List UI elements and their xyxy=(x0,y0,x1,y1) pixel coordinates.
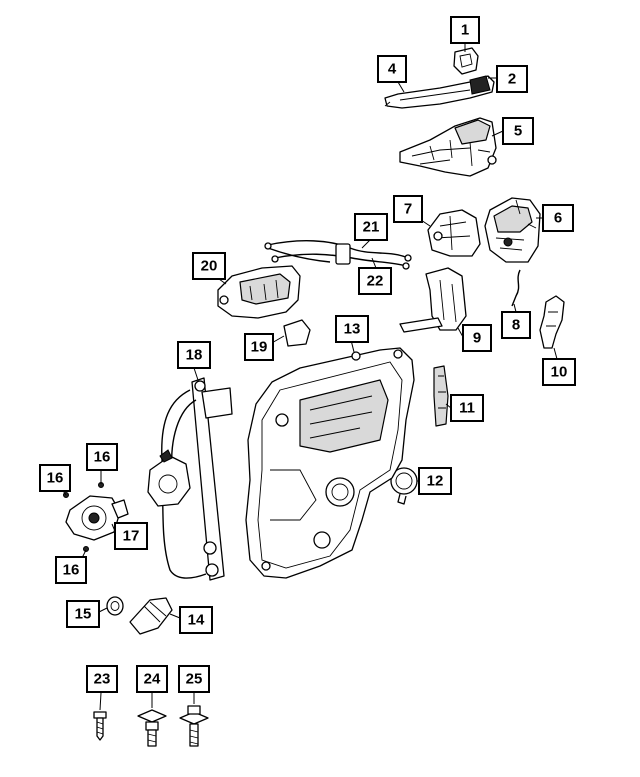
callout-17: 17 xyxy=(114,522,148,550)
part-19-trim-cap xyxy=(283,319,311,347)
part-7-latch-bracket xyxy=(427,209,481,257)
callout-25: 25 xyxy=(178,665,210,693)
svg-text:8: 8 xyxy=(512,317,520,334)
callout-4: 4 xyxy=(377,55,407,83)
callout-22: 22 xyxy=(358,267,392,295)
part-9-bracket xyxy=(399,267,467,333)
svg-text:11: 11 xyxy=(459,400,475,417)
part-2-4-exterior-handle xyxy=(384,75,495,109)
svg-text:6: 6 xyxy=(554,210,562,227)
callout-18: 18 xyxy=(177,341,211,369)
part-6-door-latch xyxy=(484,197,541,263)
part-12-plug xyxy=(390,467,418,505)
svg-text:23: 23 xyxy=(94,671,111,688)
svg-text:21: 21 xyxy=(363,219,380,236)
part-14-conduit xyxy=(129,597,173,635)
callout-16-top: 16 xyxy=(86,443,118,471)
svg-text:9: 9 xyxy=(473,330,481,347)
callout-10: 10 xyxy=(542,358,576,386)
part-8-rod xyxy=(511,269,521,307)
part-24-bolt xyxy=(137,709,167,747)
svg-text:18: 18 xyxy=(186,347,203,364)
part-23-screw xyxy=(93,711,107,741)
callout-24: 24 xyxy=(136,665,168,693)
callout-14: 14 xyxy=(179,606,213,634)
part-15-washer xyxy=(106,596,124,616)
callout-8: 8 xyxy=(501,311,531,339)
callout-11: 11 xyxy=(450,394,484,422)
part-18-window-regulator xyxy=(161,377,233,581)
svg-text:19: 19 xyxy=(251,339,268,356)
part-17-motor xyxy=(65,495,129,541)
svg-text:14: 14 xyxy=(188,612,205,629)
svg-text:22: 22 xyxy=(367,273,384,290)
svg-text:16: 16 xyxy=(47,470,64,487)
part-20-interior-handle xyxy=(217,265,301,319)
callout-6: 6 xyxy=(542,204,574,232)
svg-text:13: 13 xyxy=(344,321,361,338)
part-11-seal-strip xyxy=(433,365,449,427)
callout-16-left: 16 xyxy=(39,464,71,492)
callout-9: 9 xyxy=(462,324,492,352)
svg-text:20: 20 xyxy=(201,258,218,275)
svg-text:2: 2 xyxy=(508,71,516,88)
part-17-motor-on-regulator xyxy=(147,449,191,507)
callout-13: 13 xyxy=(335,315,369,343)
svg-text:4: 4 xyxy=(388,61,397,78)
svg-text:10: 10 xyxy=(551,364,568,381)
callout-12: 12 xyxy=(418,467,452,495)
svg-text:17: 17 xyxy=(123,528,140,545)
svg-text:1: 1 xyxy=(461,22,469,39)
callout-20: 20 xyxy=(192,252,226,280)
part-1-gasket xyxy=(453,47,479,75)
svg-text:25: 25 xyxy=(186,671,203,688)
callout-23: 23 xyxy=(86,665,118,693)
callout-15: 15 xyxy=(66,600,100,628)
callout-2: 2 xyxy=(496,65,528,93)
callout-19: 19 xyxy=(244,333,274,361)
callout-7: 7 xyxy=(393,195,423,223)
part-13-door-module-panel xyxy=(245,347,415,579)
part-5-handle-bracket xyxy=(399,117,497,177)
callout-16-bottom: 16 xyxy=(55,556,87,584)
svg-text:16: 16 xyxy=(94,449,111,466)
part-21-22-cables xyxy=(264,240,412,270)
callout-21: 21 xyxy=(354,213,388,241)
svg-text:12: 12 xyxy=(427,473,444,490)
svg-text:16: 16 xyxy=(63,562,80,579)
part-10-seal xyxy=(539,295,565,349)
part-25-bolt xyxy=(179,705,209,747)
callout-1: 1 xyxy=(450,16,480,44)
svg-text:7: 7 xyxy=(404,201,412,218)
svg-text:15: 15 xyxy=(75,606,92,623)
callout-5: 5 xyxy=(502,117,534,145)
svg-text:24: 24 xyxy=(144,671,161,688)
svg-text:5: 5 xyxy=(514,123,522,140)
